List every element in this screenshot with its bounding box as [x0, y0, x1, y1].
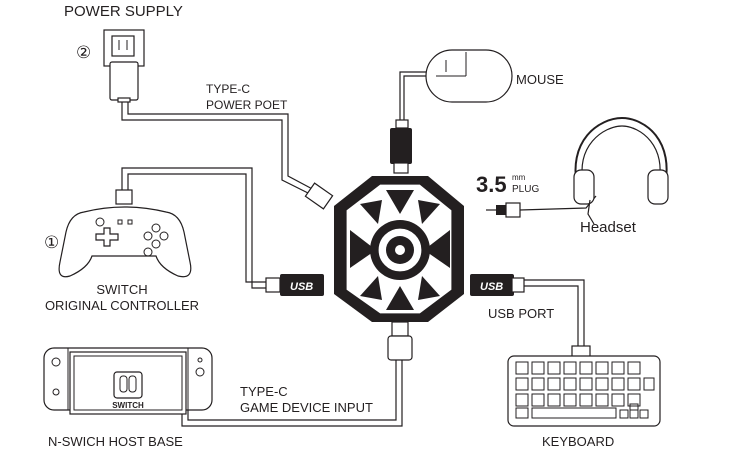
- power-adapter-icon: [103, 29, 145, 103]
- plug-unit-label: mm: [512, 173, 526, 182]
- plug-size-label: 3.5: [476, 172, 507, 197]
- keyboard-cable: [516, 285, 579, 348]
- keyboard-label: KEYBOARD: [542, 434, 614, 449]
- power-supply-label: POWER SUPPLY: [64, 3, 183, 20]
- keyboard-keys: [515, 361, 655, 419]
- headset-label: Headset: [580, 219, 637, 236]
- game-input-cable: [187, 360, 397, 421]
- type-c-game-label-2: GAME DEVICE INPUT: [240, 400, 373, 415]
- controller-marker: ①: [44, 233, 59, 252]
- type-c-power-label-1: TYPE-C: [206, 82, 250, 96]
- controller-label-1: SWITCH: [96, 282, 147, 297]
- mouse-cable: [403, 75, 432, 122]
- switch-console-icon: SWITCH: [43, 347, 213, 415]
- cables: [121, 71, 597, 427]
- controller-cable: [121, 167, 270, 289]
- controller-usb-plug: USB: [265, 274, 324, 296]
- usb-port-label: USB PORT: [488, 306, 554, 321]
- dock-label: SWITCH: [112, 401, 144, 410]
- mouse-icon: [425, 49, 513, 103]
- plug-word-label: PLUG: [512, 184, 539, 195]
- keyboard-usb-plug: USB: [470, 274, 525, 296]
- controller-label-2: ORIGINAL CONTROLLER: [45, 298, 199, 313]
- gamepad-icon: [58, 189, 192, 278]
- host-base-label: N-SWICH HOST BASE: [48, 434, 183, 449]
- audio-jack-icon: [486, 202, 521, 218]
- adapter-hub-icon: [334, 176, 464, 322]
- game-input-plug: [387, 321, 413, 361]
- type-c-game-label-1: TYPE-C: [240, 384, 288, 399]
- hub-power-port: [304, 182, 334, 210]
- usb-text: USB: [480, 281, 503, 293]
- power-supply-marker: ②: [76, 43, 91, 62]
- type-c-power-label-2: POWER POET: [206, 98, 288, 112]
- headset-icon: [573, 116, 669, 225]
- usb-text: USB: [290, 281, 313, 293]
- mouse-label: MOUSE: [516, 72, 564, 87]
- power-cable: [121, 100, 315, 197]
- mouse-usb-plug: [390, 119, 412, 174]
- keyboard-icon: [507, 345, 661, 427]
